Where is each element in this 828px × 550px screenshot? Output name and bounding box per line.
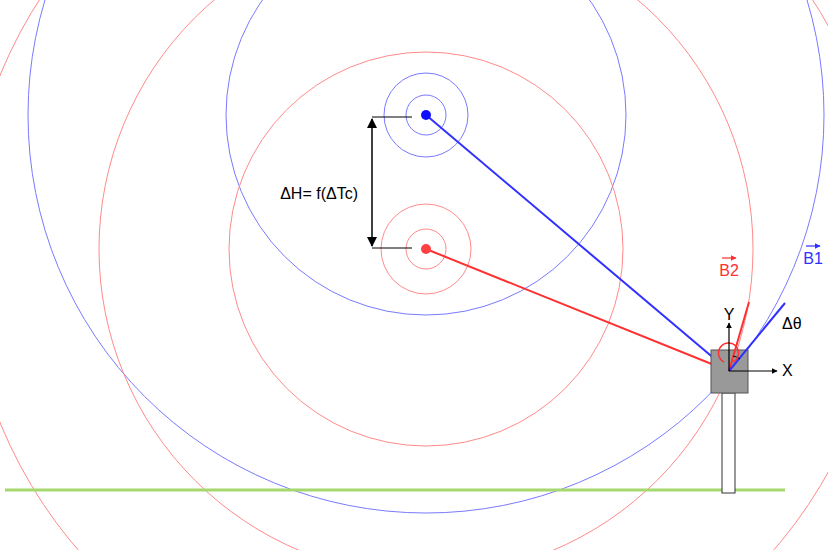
vector-overarrow bbox=[806, 245, 820, 246]
ground-line bbox=[5, 489, 785, 492]
b1-vector bbox=[729, 303, 785, 371]
red-sight-line bbox=[426, 249, 729, 371]
bracket-tick bbox=[372, 248, 412, 249]
red-source bbox=[421, 244, 431, 254]
field-ring bbox=[381, 204, 471, 294]
field-ring bbox=[406, 95, 446, 135]
b2-label: B2 bbox=[719, 262, 739, 280]
blue-sight-line bbox=[426, 115, 729, 371]
field-ring bbox=[384, 73, 468, 157]
field-ring bbox=[226, 0, 626, 315]
x-axis bbox=[729, 370, 777, 371]
b1-label: B1 bbox=[803, 250, 823, 268]
field-ring bbox=[406, 229, 446, 269]
field-ring bbox=[99, 0, 753, 550]
axis-label: Y bbox=[724, 306, 735, 324]
field-ring bbox=[229, 52, 623, 446]
axis-label: X bbox=[782, 362, 793, 380]
blue-source bbox=[421, 110, 431, 120]
height-dimension bbox=[371, 119, 373, 246]
bracket-tick bbox=[372, 117, 412, 118]
y-axis bbox=[728, 323, 729, 371]
height-formula: ΔH= f(ΔTc) bbox=[278, 184, 360, 204]
vector-overarrow bbox=[722, 257, 736, 258]
angle-label: Δθ bbox=[780, 314, 804, 334]
sensor-pole bbox=[722, 393, 735, 493]
